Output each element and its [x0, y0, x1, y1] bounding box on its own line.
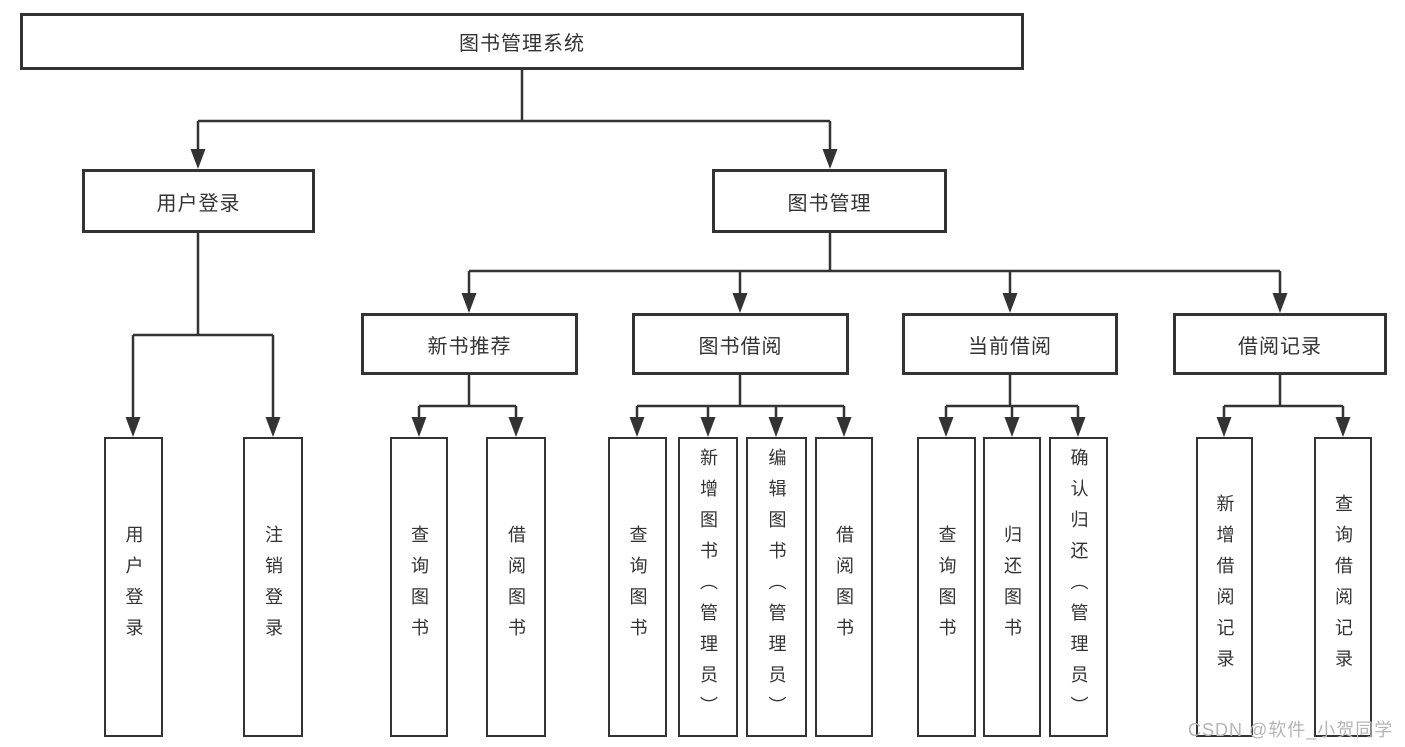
node-label: 查询图书	[936, 525, 957, 649]
node-label: 图书借阅	[698, 335, 783, 358]
node-label: 图书管理系统	[459, 33, 585, 55]
leaf-confirm-return-admin: 确认归还（管理员）	[1049, 437, 1108, 737]
leaf-edit-book-admin: 编辑图书（管理员）	[746, 437, 807, 737]
node-label: 注销登录	[263, 525, 283, 649]
leaf-borrow-book-rec: 借阅图书	[486, 437, 546, 737]
node-user-login: 用户登录	[82, 169, 315, 233]
node-label: 确认归还（管理员）	[1068, 447, 1089, 727]
node-book-borrow: 图书借阅	[632, 313, 849, 375]
node-label: 借阅记录	[1238, 335, 1322, 358]
node-label: 归还图书	[1002, 525, 1022, 649]
leaf-add-borrow-record: 新增借阅记录	[1196, 437, 1253, 737]
node-label: 查询图书	[627, 525, 648, 649]
node-label: 图书管理	[787, 192, 872, 215]
leaf-query-borrow-record: 查询借阅记录	[1314, 437, 1372, 737]
node-root: 图书管理系统	[20, 13, 1024, 70]
node-label: 新增图书（管理员）	[698, 447, 718, 727]
node-label: 用户登录	[156, 192, 241, 215]
leaf-return-book: 归还图书	[983, 437, 1041, 737]
leaf-query-book-current: 查询图书	[917, 437, 976, 737]
csdn-watermark: CSDN @软件_小贺同学	[1188, 720, 1394, 740]
leaf-logout: 注销登录	[243, 437, 303, 737]
leaf-borrow-book: 借阅图书	[815, 437, 873, 737]
node-label: 编辑图书（管理员）	[766, 447, 787, 727]
leaf-add-book-admin: 新增图书（管理员）	[678, 437, 738, 737]
node-label: 用户登录	[123, 525, 144, 649]
node-label: 新书推荐	[427, 335, 512, 358]
node-label: 当前借阅	[968, 335, 1052, 358]
node-label: 查询图书	[409, 525, 429, 649]
node-new-book-recommend: 新书推荐	[361, 313, 578, 375]
leaf-query-book-borrow: 查询图书	[608, 437, 667, 737]
node-label: 新增借阅记录	[1214, 494, 1235, 680]
leaf-user-login: 用户登录	[104, 437, 163, 737]
leaf-query-book-rec: 查询图书	[390, 437, 448, 737]
node-current-borrow: 当前借阅	[902, 313, 1118, 375]
node-label: 借阅图书	[834, 525, 854, 649]
node-label: 借阅图书	[506, 525, 526, 649]
node-book-management: 图书管理	[712, 169, 947, 233]
node-borrow-records: 借阅记录	[1173, 313, 1387, 375]
node-label: 查询借阅记录	[1333, 494, 1353, 680]
